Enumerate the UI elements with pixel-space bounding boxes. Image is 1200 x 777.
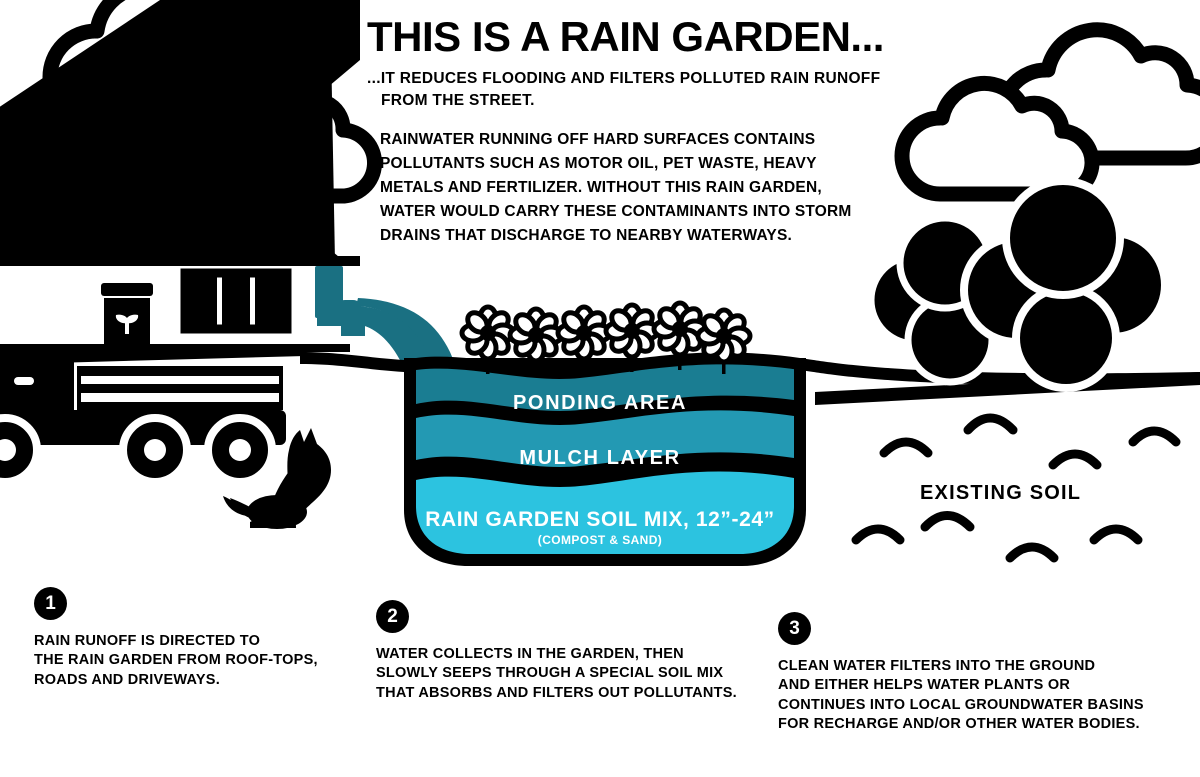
step-3-number: 3 xyxy=(778,612,811,645)
ponding-area-label: PONDING AREA xyxy=(512,392,688,414)
step-2-text: WATER COLLECTS IN THE GARDEN, THEN SLOWL… xyxy=(376,645,737,703)
flower-icon xyxy=(603,302,661,372)
house-facade xyxy=(0,262,350,352)
dog-icon xyxy=(223,428,331,529)
step-3-line-3: CONTINUES INTO LOCAL GROUNDWATER BASINS xyxy=(778,696,1144,713)
step-3-text: CLEAN WATER FILTERS INTO THE GROUND AND … xyxy=(778,657,1144,734)
body-paragraph: RAINWATER RUNNING OFF HARD SURFACES CONT… xyxy=(380,128,880,248)
street-ground-line xyxy=(0,344,305,365)
window-icon xyxy=(180,268,292,334)
roof-eave-icon xyxy=(0,256,360,266)
subtitle-line-1: ...IT REDUCES FLOODING AND FILTERS POLLU… xyxy=(367,70,881,87)
body-line-5: DRAINS THAT DISCHARGE TO NEARBY WATERWAY… xyxy=(380,227,793,245)
mulch-layer xyxy=(416,410,794,467)
step-2-line-2: SLOWLY SEEPS THROUGH A SPECIAL SOIL MIX xyxy=(376,665,724,682)
body-line-2: POLLUTANTS SUCH AS MOTOR OIL, PET WASTE,… xyxy=(380,155,817,173)
step-1-number: 1 xyxy=(34,587,67,620)
page-title: THIS IS A RAIN GARDEN... xyxy=(367,13,884,60)
subtitle-line-2: FROM THE STREET. xyxy=(381,92,535,109)
rain-barrel-icon xyxy=(101,283,153,346)
downspout-icon xyxy=(315,266,365,336)
flower-icon xyxy=(695,307,753,374)
soil-mix-layer xyxy=(416,471,794,554)
step-1-line-1: RAIN RUNOFF IS DIRECTED TO xyxy=(34,633,261,649)
tree-icon xyxy=(960,177,1169,392)
body-line-1: RAINWATER RUNNING OFF HARD SURFACES CONT… xyxy=(380,131,816,148)
step-2-line-1: WATER COLLECTS IN THE GARDEN, THEN xyxy=(376,646,684,662)
flower-icon xyxy=(507,306,565,376)
page-subtitle: ...IT REDUCES FLOODING AND FILTERS POLLU… xyxy=(367,68,907,112)
step-2-line-3: THAT ABSORBS AND FILTERS OUT POLLUTANTS. xyxy=(376,684,737,701)
step-1-line-2: THE RAIN GARDEN FROM ROOF-TOPS, xyxy=(34,652,318,669)
step-1-text: RAIN RUNOFF IS DIRECTED TO THE RAIN GARD… xyxy=(34,632,318,690)
body-line-3: METALS AND FERTILIZER. WITHOUT THIS RAIN… xyxy=(380,179,822,197)
step-3-line-1: CLEAN WATER FILTERS INTO THE GROUND xyxy=(778,658,1096,674)
cloud-icon xyxy=(894,75,1100,202)
soil-mix-sublabel: (COMPOST & SAND) xyxy=(537,533,663,547)
step-1-line-3: ROADS AND DRIVEWAYS. xyxy=(34,671,221,688)
step-3-line-4: FOR RECHARGE AND/OR OTHER WATER BODIES. xyxy=(778,715,1140,732)
truck-icon xyxy=(0,352,286,486)
step-2-number: 2 xyxy=(376,600,409,633)
flower-icon xyxy=(555,304,613,374)
mulch-layer-label: MULCH LAYER xyxy=(519,447,681,469)
existing-soil-label: EXISTING SOIL xyxy=(920,482,1082,504)
house-roof-body-icon xyxy=(0,0,360,262)
step-3-line-2: AND EITHER HELPS WATER PLANTS OR xyxy=(778,677,1071,694)
soil-mix-label: RAIN GARDEN SOIL MIX, 12”-24” xyxy=(425,508,775,531)
flower-icon xyxy=(459,304,517,374)
body-line-4: WATER WOULD CARRY THESE CONTAMINANTS INT… xyxy=(380,203,852,221)
soil-arc-icon xyxy=(851,413,1181,563)
flower-icon xyxy=(651,300,709,370)
